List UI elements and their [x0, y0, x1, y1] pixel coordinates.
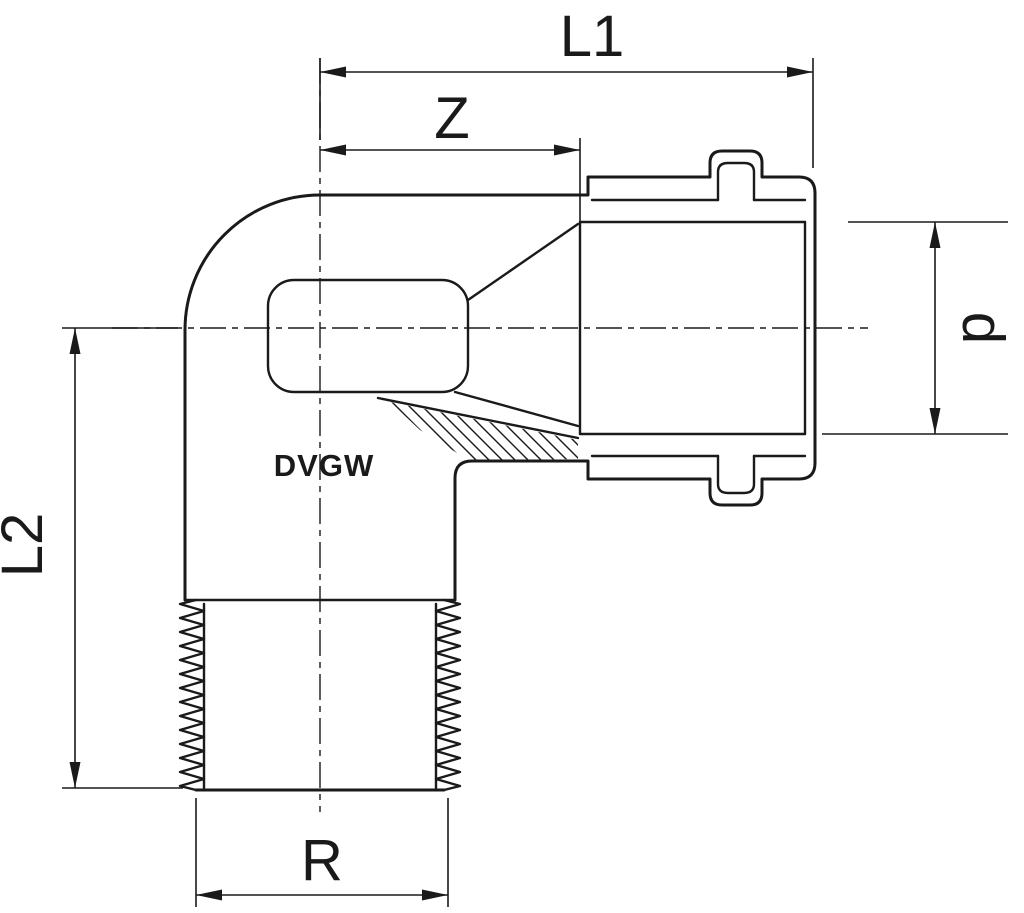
- bead-inner-bottom: [716, 454, 756, 495]
- arrowhead-l1-right: [787, 66, 813, 78]
- arrowhead-r-right: [422, 889, 448, 901]
- hatch-line: [496, 402, 578, 461]
- dimension-r-label: R: [301, 828, 343, 893]
- dimension-z-label: Z: [434, 86, 469, 151]
- arrowhead-z-right: [554, 144, 580, 156]
- body-contour: [183, 149, 817, 602]
- dimension-l2: L2: [0, 327, 183, 789]
- dimension-l1-label: L1: [560, 4, 625, 69]
- dimension-l2-label: L2: [0, 513, 55, 578]
- inner-passage-contour: [266, 278, 470, 394]
- cone-line-mid: [453, 390, 580, 428]
- dimension-p-label: p: [942, 312, 1007, 344]
- bead-inner-top: [716, 161, 756, 202]
- arrowhead-z-left: [320, 144, 346, 156]
- arrowhead-l2-top: [69, 328, 81, 354]
- thread-zigzag-right: [434, 598, 462, 792]
- thread-zigzag-left: [178, 598, 206, 792]
- dimension-l1: L1: [319, 4, 814, 168]
- dimension-r: R: [195, 798, 449, 907]
- arrowhead-l1-left: [320, 66, 346, 78]
- arrowhead-l2-bottom: [69, 762, 81, 788]
- cone-line-upper: [466, 222, 580, 302]
- hatch-line: [405, 402, 497, 461]
- part-outline: [183, 149, 817, 602]
- hatch-line: [470, 402, 562, 461]
- cone-line-lower: [376, 396, 580, 440]
- dimension-z: Z: [320, 86, 581, 222]
- hatch-line: [457, 402, 549, 461]
- male-thread: [178, 598, 462, 792]
- dimension-p: p: [822, 221, 1008, 435]
- arrowhead-r-left: [196, 889, 222, 901]
- hatch-line: [431, 402, 523, 461]
- arrowhead-p-bottom: [929, 408, 941, 434]
- center-lines: [112, 58, 868, 812]
- arrowhead-p-top: [929, 222, 941, 248]
- dvgw-marking-label: DVGW: [274, 448, 374, 483]
